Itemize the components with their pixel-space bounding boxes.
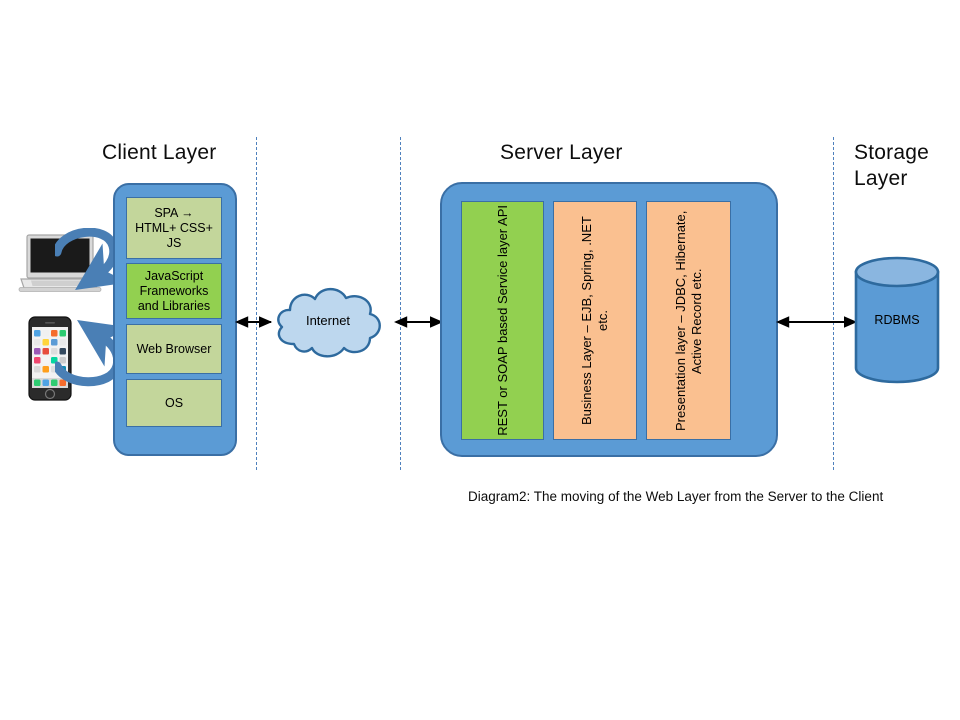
client-box-spa[interactable]: SPA → HTML+ CSS+ JS xyxy=(126,197,222,259)
server-box-business-layer-textwrap: Business Layer – EJB, Spring, .NET etc. xyxy=(554,202,636,439)
server-layer-title: Server Layer xyxy=(500,141,623,164)
database-label: RDBMS xyxy=(874,313,920,327)
client-layer-title: Client Layer xyxy=(102,141,217,164)
server-box-service-layer-api[interactable]: REST or SOAP based Service layer API xyxy=(461,201,544,440)
diagram-caption: Diagram2: The moving of the Web Layer fr… xyxy=(468,489,884,504)
server-box-presentation-layer[interactable]: Presentation layer – JDBC, Hibernate, Ac… xyxy=(646,201,731,440)
client-box-os[interactable]: OS xyxy=(126,379,222,427)
client-box-web-browser[interactable]: Web Browser xyxy=(126,324,222,374)
column-divider-3 xyxy=(833,137,834,470)
internet-cloud-icon xyxy=(277,287,381,358)
server-box-service-layer-api-label: REST or SOAP based Service layer API xyxy=(494,205,510,436)
column-divider-2 xyxy=(400,137,401,470)
server-box-service-layer-api-textwrap: REST or SOAP based Service layer API xyxy=(462,202,543,439)
server-box-business-layer[interactable]: Business Layer – EJB, Spring, .NET etc. xyxy=(553,201,637,440)
server-to-database-arrow xyxy=(776,316,858,328)
server-box-presentation-layer-textwrap: Presentation layer – JDBC, Hibernate, Ac… xyxy=(647,202,730,439)
client-to-cloud-arrow xyxy=(235,316,273,328)
cloud-to-server-arrow xyxy=(394,316,444,328)
server-layer-stack: REST or SOAP based Service layer API Bus… xyxy=(440,182,778,457)
client-layer-stack: SPA → HTML+ CSS+ JS JavaScript Framework… xyxy=(113,183,237,456)
smartphone-icon xyxy=(28,316,72,401)
column-divider-1 xyxy=(256,137,257,470)
internet-cloud-label: Internet xyxy=(305,313,351,328)
server-box-business-layer-label: Business Layer – EJB, Spring, .NET etc. xyxy=(579,216,610,425)
client-box-javascript-frameworks[interactable]: JavaScript Frameworks and Libraries xyxy=(126,263,222,319)
server-box-presentation-layer-label: Presentation layer – JDBC, Hibernate, Ac… xyxy=(672,210,704,431)
database-cylinder-icon xyxy=(854,256,940,384)
storage-layer-title: Storage Layer xyxy=(854,141,929,190)
